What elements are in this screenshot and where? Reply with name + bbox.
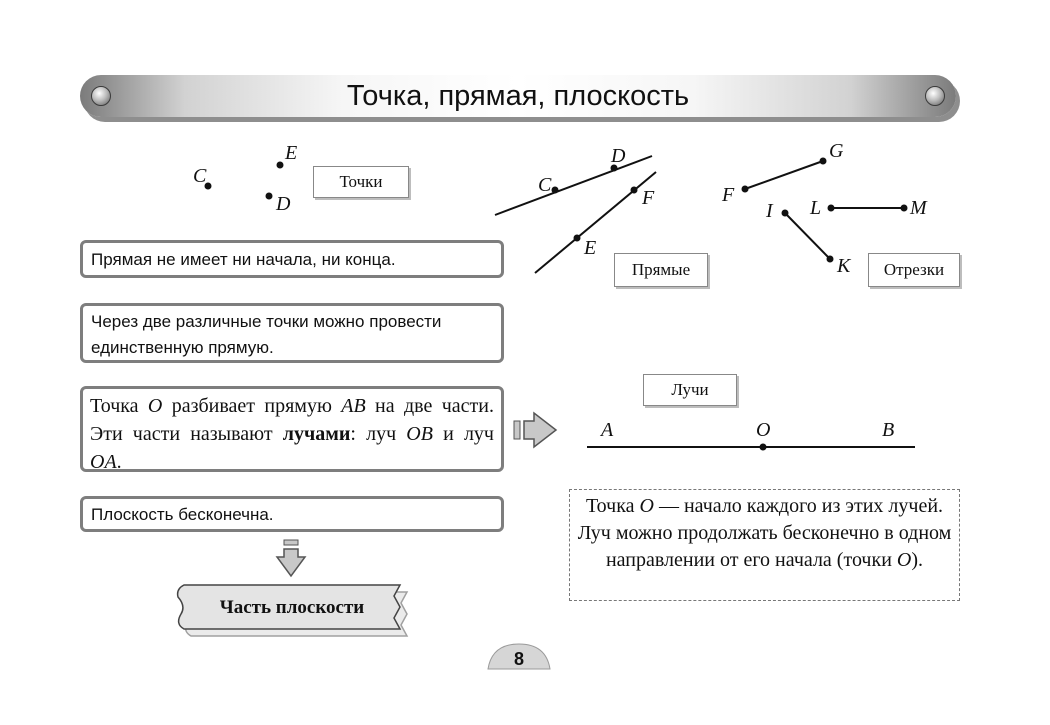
point-d-label: D [275,193,291,215]
segment-ik [784,212,831,260]
rule-line-no-ends: Прямая не имеет ни начала, ни конца. [80,240,504,278]
point-seg-l [827,204,835,212]
ray-note: Точка O — начало каждого из этих лучей. … [569,489,960,601]
segment-fg [744,160,824,190]
point-c [204,182,212,190]
title-banner: Точка, прямая, плоскость [80,75,956,117]
page-title: Точка, прямая, плоскость [346,80,690,112]
line-cd [494,155,653,216]
label-points: Точки [313,166,409,198]
segments-figure: F G I K L M [721,140,928,277]
ray-o-label: O [756,419,770,441]
point-e-label: E [284,142,297,164]
point-line-c [551,186,559,194]
rule-rays: Точка O разбивает прямую AB на две части… [80,386,504,473]
ray-b-label: B [882,419,894,441]
point-seg-f [741,185,749,193]
bolt-right-icon [925,86,945,106]
label-segments: Отрезки [868,253,960,287]
line-e-label: E [583,237,596,259]
label-lines: Прямые [614,253,708,287]
point-line-d [610,164,618,172]
point-o [759,443,767,451]
page-number: 8 [513,649,524,669]
label-rays: Лучи [643,374,737,406]
point-line-f [630,186,638,194]
point-seg-g [819,157,827,165]
lines-figure: C D F E [494,145,657,274]
ray-a-label: A [599,419,614,441]
page-tab-shape [487,643,551,670]
line-f-label: F [641,187,655,209]
point-seg-i [781,209,789,217]
line-d-label: D [610,145,626,167]
down-arrow-icon [275,539,307,578]
rule-plane-infinite: Плоскость бесконечна. [80,496,504,532]
rule-two-points: Через две различные точки можно провести… [80,303,504,363]
point-line-e [573,234,581,242]
point-seg-k [826,255,834,263]
seg-m-label: M [909,197,928,219]
line-c-label: C [538,174,552,196]
points-figure: C E D [193,142,297,215]
point-seg-m [900,204,908,212]
plane-part-label: Часть плоскости [219,597,365,618]
seg-i-label: I [765,200,774,222]
bolt-left-icon [91,86,111,106]
seg-l-label: L [809,197,821,219]
seg-k-label: K [836,255,852,277]
plane-scroll-shape [176,584,409,637]
point-d [265,192,273,200]
rays-figure: A O B [587,419,915,451]
point-c-label: C [193,165,207,187]
point-e [276,161,284,169]
seg-f-label: F [721,184,735,206]
seg-g-label: G [829,140,844,162]
right-arrow-icon [513,411,558,449]
